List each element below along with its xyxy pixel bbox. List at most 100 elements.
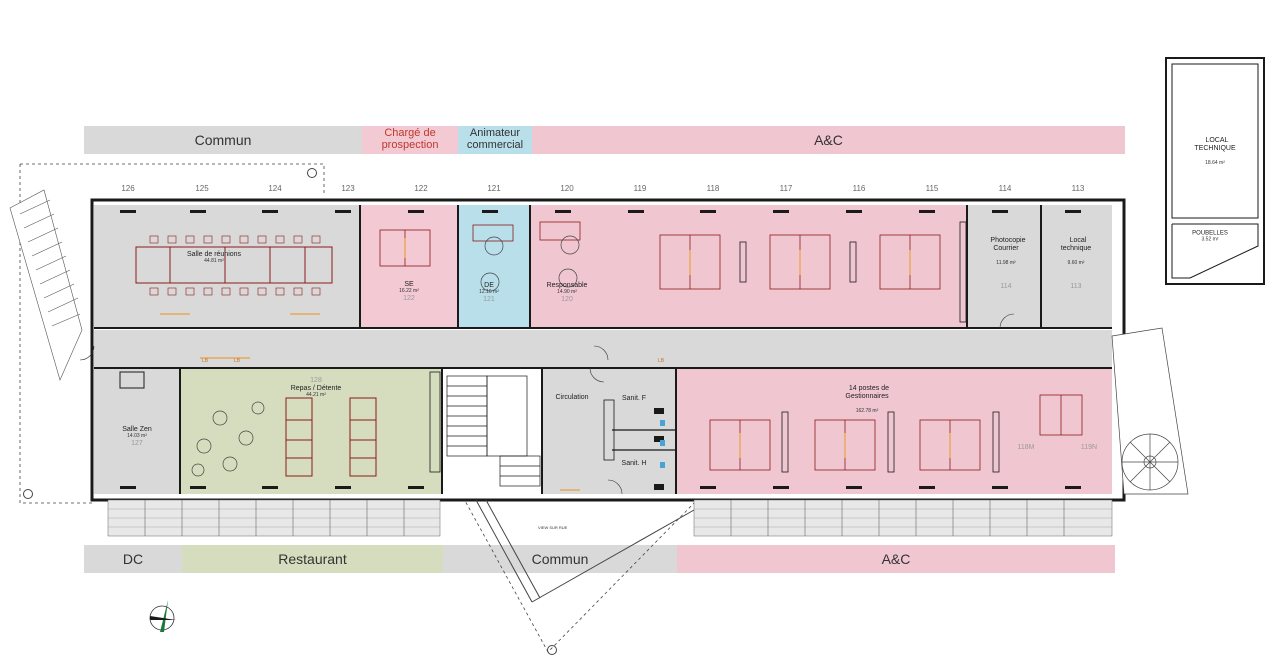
label-salle-zen: Salle Zen 14.03 m² 127: [122, 426, 152, 448]
axis-number: 115: [925, 184, 939, 193]
label-local-technique-annex: LOCAL TECHNIQUE 18.64 m²: [1194, 129, 1235, 175]
storage-units: [429, 221, 1000, 473]
room-reunion: [94, 205, 360, 328]
room-code: 121: [483, 295, 495, 303]
axis-number: 119: [633, 184, 647, 193]
label-de: DE 12.16 m² 121: [479, 282, 499, 304]
main-stair: [446, 375, 541, 487]
tag-lb: LB: [658, 358, 665, 364]
axis-number: 123: [341, 184, 355, 193]
zone-band-charge-prospection: Chargé de prospection: [362, 126, 458, 154]
tag-vue-sur-rue: VIEW SUR RUE: [538, 525, 568, 530]
label-photocopie: Photocopie Courrier 11.98 m² 114: [987, 229, 1026, 299]
axis-number: 126: [121, 184, 135, 193]
axis-number: 118: [706, 184, 720, 193]
room-area: 16.22 m²: [399, 288, 419, 295]
zone-band-animateur-commercial: Animateur commercial: [458, 126, 532, 154]
meeting-table: [135, 246, 333, 284]
room-area: 12.16 m²: [479, 289, 499, 296]
zone-band-ac-bottom: A&C: [677, 545, 1115, 573]
sanitaire-walls: [612, 429, 676, 451]
room-code: 122: [403, 294, 415, 302]
tag-lb: LB: [202, 358, 209, 364]
axis-number: 113: [1071, 184, 1085, 193]
annex-inner: [1171, 63, 1259, 279]
windows-top: [120, 210, 1081, 213]
de-seats: [480, 235, 580, 292]
room-area: 14.90 m²: [557, 289, 577, 296]
survey-marker: [307, 168, 317, 178]
label-119n: 119N: [1081, 444, 1097, 452]
room-name: DE: [484, 282, 494, 290]
label-se: SE 16.22 m² 122: [399, 281, 419, 303]
room-area: 44.81 m²: [204, 258, 224, 265]
zone-label: A&C: [881, 550, 911, 567]
room-local-technique: [1041, 205, 1112, 328]
room-name: POUBELLES: [1192, 230, 1228, 237]
room-code: 127: [131, 439, 143, 447]
room-stairwell: [442, 368, 542, 494]
label-salle-reunions: Salle de réunions 44.81 m²: [187, 251, 241, 265]
room-area: 11.98 m²: [996, 260, 1016, 267]
restaurant-tables: [285, 397, 377, 477]
desk-accents: [160, 238, 951, 491]
lounge-seats: [191, 401, 265, 477]
axis-number: 122: [414, 184, 428, 193]
room-repas-annex: [412, 368, 442, 494]
room-name: Salle Zen: [122, 426, 152, 434]
axis-number: 125: [195, 184, 209, 193]
survey-marker: [547, 645, 557, 655]
axis-number: 116: [852, 184, 866, 193]
room-area: 162.78 m²: [855, 408, 879, 415]
zone-label: Commun: [194, 131, 252, 148]
room-code: 113: [1070, 282, 1082, 290]
room-open-space-top: [605, 205, 967, 328]
room-name: Sanit. H: [621, 459, 647, 467]
room-name: LOCAL TECHNIQUE: [1194, 137, 1236, 153]
exterior-stair-left: [9, 189, 83, 381]
label-circulation: Circulation: [555, 394, 588, 402]
room-code: 120: [561, 295, 573, 303]
interior-walls: [94, 205, 1112, 494]
label-repas: 128 Repas / Détente 44.21 m²: [291, 377, 342, 399]
zone-label: Commun: [531, 550, 589, 567]
room-name: Sanit. F: [621, 394, 647, 402]
axis-number: 120: [560, 184, 574, 193]
room-code: 119N: [1080, 443, 1098, 451]
room-name: SE: [404, 281, 414, 289]
label-gestionnaires: 14 postes de Gestionnaires 162.78 m²: [845, 377, 889, 423]
room-name: Repas / Détente: [290, 385, 342, 393]
room-code: 128: [310, 377, 322, 385]
zone-band-commun-bottom: Commun: [443, 545, 677, 573]
room-de: [458, 205, 530, 328]
room-name: Circulation: [555, 393, 589, 401]
room-area: 44.21 m²: [306, 392, 326, 399]
north-arrow: [149, 600, 176, 632]
zone-label: A&C: [814, 131, 843, 148]
spiral-stair: [1111, 327, 1189, 495]
room-repas: [180, 368, 412, 494]
windows-bottom: [120, 486, 1081, 489]
zone-label: Restaurant: [278, 550, 347, 567]
zone-label: DC: [122, 550, 144, 567]
room-name: Responsable: [546, 282, 588, 290]
annex-building: [1165, 57, 1265, 285]
zone-band-restaurant: Restaurant: [182, 545, 443, 573]
room-se: [360, 205, 458, 328]
door-swings: [79, 313, 1015, 495]
zone-band-commun-top: Commun: [84, 126, 362, 154]
room-area: 14.03 m²: [127, 433, 147, 440]
room-area: 3.52 m²: [1201, 236, 1219, 243]
room-zen: [94, 368, 180, 494]
axis-number: 124: [268, 184, 282, 193]
sanitaire-accents: [660, 420, 665, 468]
room-area: 9.60 m²: [1067, 260, 1085, 267]
room-name: Photocopie Courrier: [990, 236, 1026, 253]
axis-number: 114: [998, 184, 1012, 193]
room-code: 114: [1000, 282, 1012, 290]
room-photocopie: [967, 205, 1041, 328]
meeting-chairs: [149, 235, 321, 296]
zone-label: Chargé de prospection: [381, 127, 439, 151]
survey-marker: [23, 489, 33, 499]
